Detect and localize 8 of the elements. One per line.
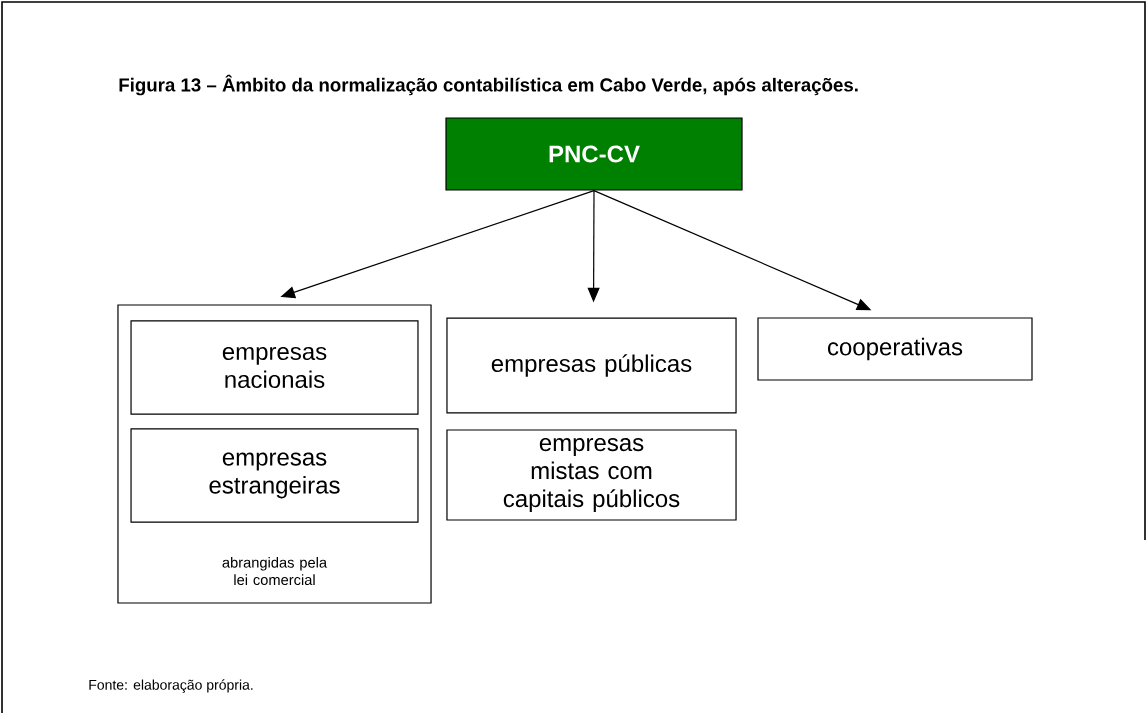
category-box: empresas nacionais bbox=[130, 320, 419, 415]
category-box: cooperativas bbox=[757, 317, 1033, 381]
category-box: empresas estrangeiras bbox=[130, 428, 419, 523]
title-box: PNC-CV bbox=[445, 117, 743, 191]
figure-title: Figura 13 – Âmbito da normalização contabilística em Cabo Verde, após alterações. bbox=[119, 74, 858, 96]
category-box: empresas públicas bbox=[446, 317, 737, 414]
source-note: Fonte: elaboração própria. bbox=[89, 679, 253, 693]
category-box: empresas mistas com capitais públicos bbox=[446, 429, 737, 521]
